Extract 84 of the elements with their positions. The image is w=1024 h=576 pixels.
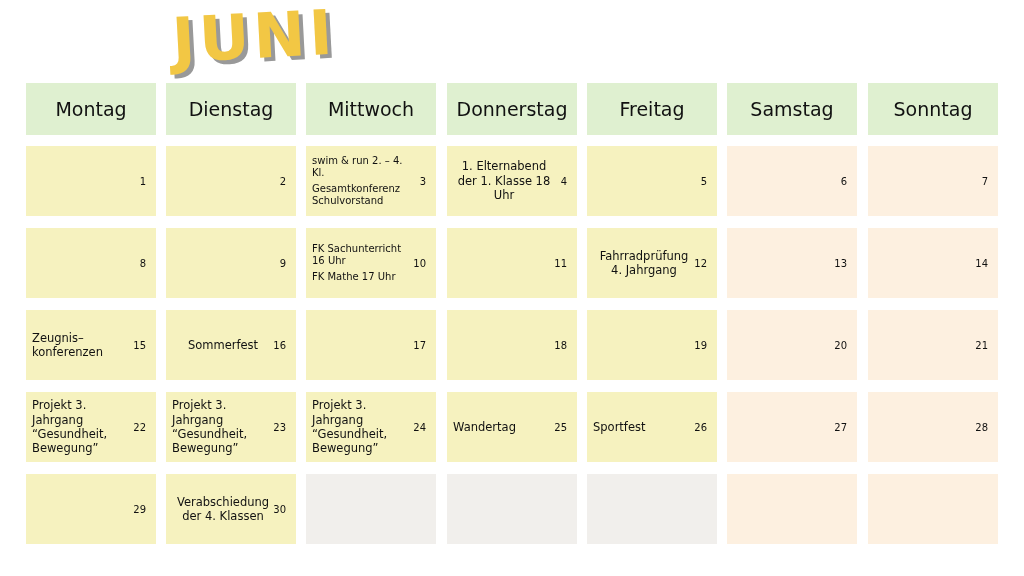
day-number: 9 [279,257,286,269]
day-cell [26,146,156,216]
day-cell [306,146,436,216]
day-number: 18 [554,339,567,351]
day-number: 25 [554,421,567,433]
event-text: Projekt 3. Jahrgang “Gesundheit, Bewegung” [32,398,109,456]
day-cell [587,228,717,298]
event-text: FK Sachunterricht 16 Uhr [312,242,403,268]
day-number: 4 [560,175,567,187]
day-cell [727,146,857,216]
day-number: 14 [975,257,988,269]
weekday-header: Montag [26,83,156,135]
day-cell [447,228,577,298]
day-cell [587,146,717,216]
day-cell [306,392,436,462]
event-text: Wandertag [453,419,517,435]
day-cell [166,228,296,298]
day-cell [166,310,296,380]
event-text: FK Mathe 17 Uhr [312,270,397,284]
day-cell [587,310,717,380]
day-number: 13 [834,257,847,269]
day-number: 26 [694,421,707,433]
day-cell [447,146,577,216]
weekday-header: Donnerstag [447,83,577,135]
day-cell [727,310,857,380]
day-number: 24 [413,421,426,433]
day-number: 27 [834,421,847,433]
event-text: Projekt 3. Jahrgang “Gesundheit, Bewegung” [312,398,389,456]
day-number: 21 [975,339,988,351]
weekday-header: Sonntag [868,83,998,135]
day-number: 12 [694,257,707,269]
day-cell [868,146,998,216]
day-cell [166,146,296,216]
event-text: Projekt 3. Jahrgang “Gesundheit, Bewegung” [172,398,249,456]
day-cell [868,392,998,462]
day-cell [587,392,717,462]
day-cell [306,310,436,380]
day-number: 19 [694,339,707,351]
day-number: 20 [834,339,847,351]
event-text: Verabschiedung der 4. Klassen [175,494,271,524]
day-number: 10 [413,257,426,269]
day-number: 1 [139,175,146,187]
month-title: JUNI [170,1,338,73]
day-cell [868,310,998,380]
weekday-header: Samstag [727,83,857,135]
day-cell [26,392,156,462]
weekday-header: Dienstag [166,83,296,135]
day-number: 28 [975,421,988,433]
event-text: Sportfest [593,419,647,435]
event-text: Zeugnis– konferenzen [32,330,104,360]
day-number: 15 [133,339,146,351]
day-cell [166,474,296,544]
day-cell [26,310,156,380]
day-cell [727,228,857,298]
day-number: 8 [139,257,146,269]
day-number: 23 [273,421,286,433]
day-cell [306,228,436,298]
day-number: 11 [554,257,567,269]
day-number: 29 [133,503,146,515]
empty-day-cell [868,474,998,544]
event-text: Gesamtkonferenz Schulvorstand [312,182,402,208]
day-cell [166,392,296,462]
day-cell [447,310,577,380]
day-cell [26,474,156,544]
day-number: 16 [273,339,286,351]
day-number: 6 [840,175,847,187]
empty-day-cell [727,474,857,544]
event-text: Sommerfest [187,337,259,353]
day-number: 3 [419,175,426,187]
day-cell [727,392,857,462]
day-cell [868,228,998,298]
event-text: Fahrradprüfung 4. Jahrgang [598,248,690,278]
weekday-header: Freitag [587,83,717,135]
day-cell [26,228,156,298]
day-number: 5 [700,175,707,187]
day-number: 30 [273,503,286,515]
event-text: 1. Elternabend der 1. Klasse 18 Uhr [456,159,552,203]
day-number: 2 [279,175,286,187]
day-cell [447,392,577,462]
event-text: swim & run 2. – 4. Kl. [312,154,404,180]
weekday-header: Mittwoch [306,83,436,135]
day-number: 22 [133,421,146,433]
day-number: 17 [413,339,426,351]
day-number: 7 [981,175,988,187]
